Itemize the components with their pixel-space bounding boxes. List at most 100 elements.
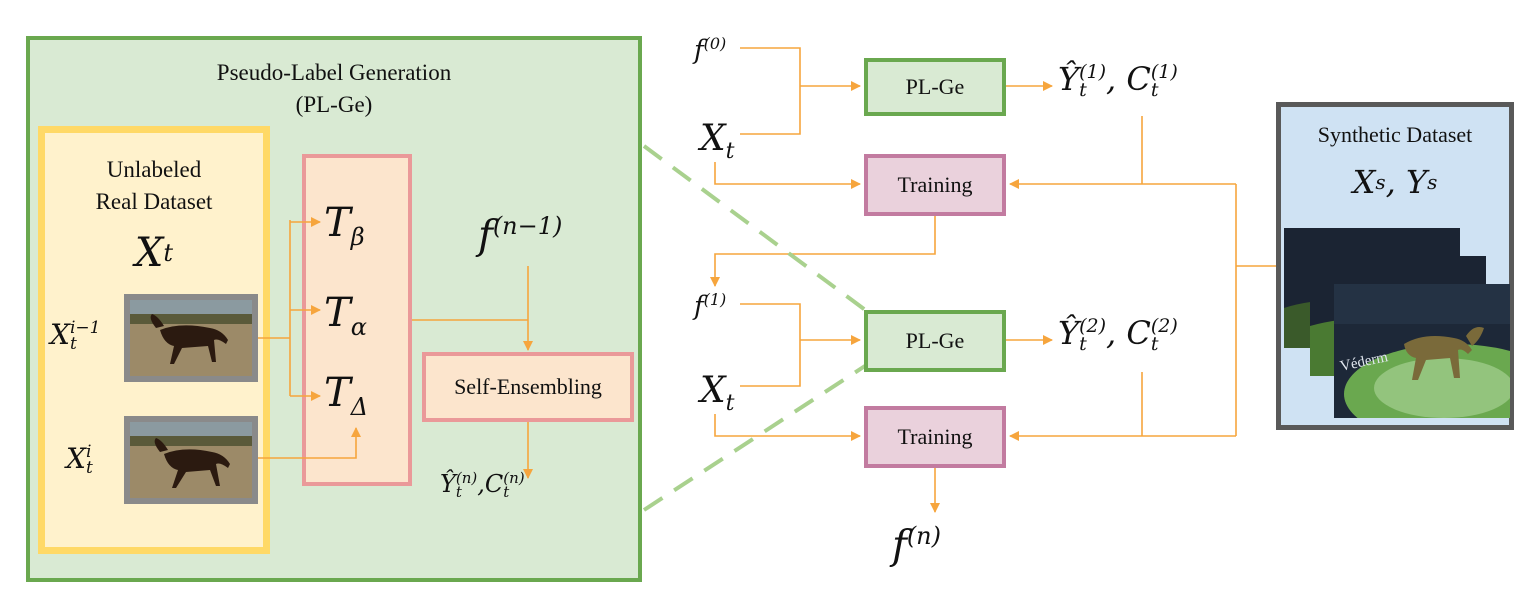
horse-photo-curr <box>130 422 252 498</box>
out2-y-sup: (2) <box>1079 315 1107 338</box>
prev-model-base: f <box>478 212 493 259</box>
xt-label-1: Xt <box>700 118 734 164</box>
f1-label: f(1) <box>694 290 726 322</box>
f1-base: f <box>694 291 704 322</box>
pl-output-c-sup: (n) <box>503 469 525 487</box>
transform-beta-sub: β <box>350 223 365 251</box>
out1-c-sup: (1) <box>1150 61 1178 84</box>
xt2-sub: t <box>725 391 735 417</box>
frame-prev-base: X <box>50 318 70 351</box>
out1-c-sub: t <box>1150 78 1159 101</box>
plge-box-1: PL-Ge <box>864 58 1006 116</box>
out2-sep: , <box>1106 314 1117 352</box>
transform-beta: Tβ <box>324 200 365 251</box>
f0-label: f(0) <box>694 34 726 66</box>
pl-output-c: C <box>484 470 504 498</box>
frame-prev-sup: i−1 <box>69 318 101 339</box>
synthetic-y: Y <box>1406 163 1428 201</box>
frame-curr-sup: i <box>85 442 92 463</box>
out2-y-sub: t <box>1079 332 1087 355</box>
frame-curr-sub: t <box>85 457 93 478</box>
real-dataset-title-line2: Real Dataset <box>95 189 213 214</box>
synthetic-image-front: Véderm <box>1334 284 1510 418</box>
arrow-xt-to-training-1 <box>714 162 861 189</box>
fn-label: f(n) <box>892 522 941 568</box>
out1-c: C <box>1126 60 1151 98</box>
f0-sup: (0) <box>703 34 727 53</box>
horse-photo-prev <box>130 300 252 376</box>
plge-2-label: PL-Ge <box>905 328 965 353</box>
transform-delta-sub: Δ <box>350 393 369 421</box>
pl-output-y: Ŷ <box>440 470 456 498</box>
pl-ge-panel-title: Pseudo-Label Generation <box>26 58 642 88</box>
pl-ge-title-line1: Pseudo-Label Generation <box>216 60 452 85</box>
transform-delta-base: T <box>324 370 351 416</box>
frame-curr-image <box>124 416 258 504</box>
stage1-output: Ŷ(1)t, C(1)t <box>1058 60 1178 99</box>
arrow-training1-to-f1 <box>710 216 936 287</box>
synthetic-sep: , <box>1385 163 1396 201</box>
xt2-base: X <box>700 370 726 411</box>
pl-output-sep: , <box>477 470 485 498</box>
synthetic-y-sub: s <box>1427 170 1438 194</box>
xt1-sub: t <box>725 139 735 165</box>
wire-stage1-inputs <box>740 47 801 135</box>
out1-y-sub: t <box>1079 78 1087 101</box>
prev-model-sup: (n−1) <box>492 212 563 240</box>
transform-beta-base: T <box>324 200 351 246</box>
pl-output-y-sub: t <box>455 482 462 501</box>
pl-ge-title-line2: (PL-Ge) <box>295 92 373 117</box>
plge-1-label: PL-Ge <box>905 74 965 99</box>
out2-c-sup: (2) <box>1150 315 1178 338</box>
xt-label-2: Xt <box>700 370 734 416</box>
real-dataset-title-line1: Unlabeled <box>106 157 202 182</box>
plge-box-2: PL-Ge <box>864 310 1006 372</box>
out1-y-sup: (1) <box>1079 61 1107 84</box>
training-box-1: Training <box>864 154 1006 216</box>
out2-c-sub: t <box>1150 332 1159 355</box>
out2-y: Ŷ <box>1058 314 1080 352</box>
self-ensembling-box: Self-Ensembling <box>422 352 634 422</box>
transform-alpha-base: T <box>324 290 351 336</box>
synthetic-title-text: Synthetic Dataset <box>1317 122 1473 147</box>
f0-base: f <box>694 35 704 66</box>
transform-alpha: Tα <box>324 290 367 341</box>
wire-stage2-inputs <box>740 303 801 387</box>
synthetic-photo-front <box>1334 284 1510 418</box>
fn-base: f <box>892 522 907 569</box>
transform-alpha-sub: α <box>350 313 367 341</box>
frame-prev-image <box>124 294 258 382</box>
synthetic-x: X <box>1352 163 1376 201</box>
zoom-line-top <box>642 144 870 314</box>
pl-ge-panel-subtitle: (PL-Ge) <box>26 90 642 120</box>
zoom-line-bottom <box>642 362 870 512</box>
out2-c: C <box>1126 314 1151 352</box>
frame-prev-sub: t <box>69 333 77 354</box>
pl-output-y-sup: (n) <box>455 469 478 487</box>
self-ensembling-label: Self-Ensembling <box>454 374 602 399</box>
arrow-to-delta-bottom <box>258 427 361 459</box>
stage2-output: Ŷ(2)t, C(2)t <box>1058 314 1178 353</box>
arrow-xt-to-training-2 <box>714 414 861 441</box>
real-dataset-title-1: Unlabeled <box>38 156 270 184</box>
synthetic-x-sub: s <box>1375 170 1386 194</box>
synthetic-dataset-title: Synthetic Dataset <box>1276 120 1514 150</box>
training-2-label: Training <box>897 424 973 449</box>
out1-sep: , <box>1106 60 1117 98</box>
fn-sup: (n) <box>906 522 941 550</box>
xt-base: X <box>134 230 164 276</box>
frame-curr-base: X <box>66 442 86 475</box>
xt1-base: X <box>700 118 726 159</box>
transform-delta: TΔ <box>324 370 368 421</box>
pl-output-c-sub: t <box>503 482 510 501</box>
xt-sub: t <box>163 239 174 267</box>
prev-model-label: f(n−1) <box>478 212 562 258</box>
training-box-2: Training <box>864 406 1006 468</box>
out1-y: Ŷ <box>1058 60 1080 98</box>
training-1-label: Training <box>897 172 973 197</box>
